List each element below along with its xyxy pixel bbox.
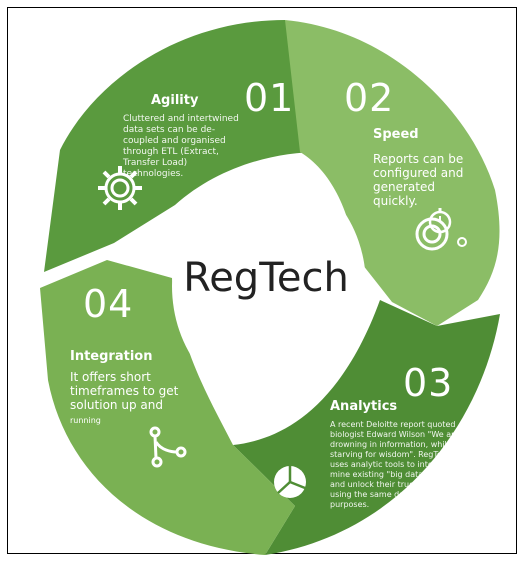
segment-02-number: 02 (344, 76, 395, 120)
segment-03-text: A recent Deloitte report quoted biologis… (330, 420, 470, 509)
segment-04-text-main: It offers short timeframes to get soluti… (70, 370, 179, 412)
segment-04-shape (40, 260, 295, 555)
segment-03-number: 03 (403, 361, 454, 405)
segment-01-text: Cluttered and intertwined data sets can … (123, 114, 239, 179)
segment-01-heading: Agility (151, 93, 199, 108)
segment-04-text: It offers short timeframes to get soluti… (70, 370, 188, 428)
center-title: RegTech (183, 255, 349, 301)
segment-01-shape (44, 20, 330, 272)
gear-icon (98, 166, 142, 210)
center-circle (172, 169, 366, 403)
network-nodes-icon (149, 426, 187, 468)
segment-01-number: 01 (244, 76, 295, 120)
stopwatch-gear-icon (415, 208, 467, 251)
segment-02-text: Reports can be configured and generated … (373, 152, 464, 208)
segment-04-heading: Integration (70, 349, 153, 364)
pie-chart-icon (274, 466, 306, 498)
segment-04-number: 04 (83, 282, 134, 326)
segment-02-shape (285, 20, 500, 326)
segment-02-heading: Speed (373, 127, 419, 142)
segment-04-text-tail: running (70, 416, 101, 425)
segment-03-heading: Analytics (330, 399, 398, 414)
